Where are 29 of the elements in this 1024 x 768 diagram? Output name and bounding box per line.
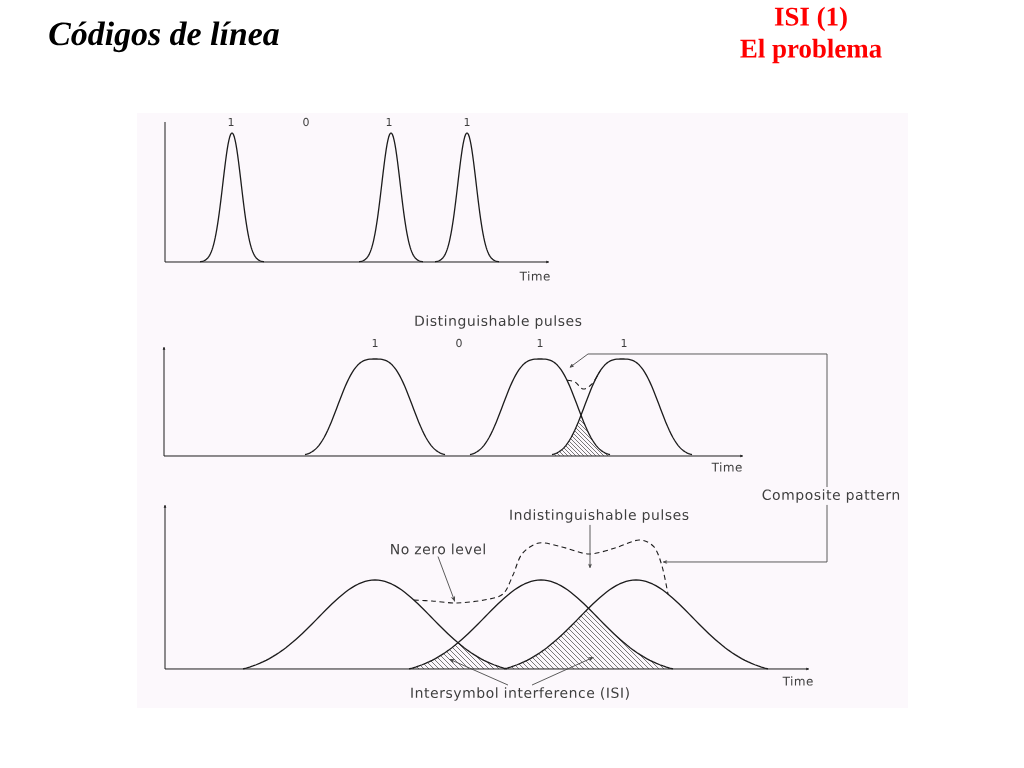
- bit-label: 0: [456, 338, 462, 348]
- bit-label: 1: [537, 339, 543, 347]
- dashed-curve: [566, 370, 601, 390]
- dashed-curve: [413, 539, 669, 604]
- heading-text: ISI (1): [774, 6, 847, 32]
- annotation-text: No zero level: [391, 543, 485, 555]
- axis-label: Time: [782, 676, 813, 686]
- annotation-text: Intersymbol interference (ISI): [411, 687, 629, 701]
- leader-line: [531, 657, 594, 686]
- annotation-text: Indistinguishable pulses: [510, 509, 689, 523]
- leader-line: [437, 556, 455, 602]
- leader-line: [569, 353, 828, 488]
- heading-text: El problema: [740, 38, 882, 64]
- leader-line: [449, 659, 509, 686]
- hatched-area: [507, 608, 670, 670]
- annotation-text: Distinguishable pulses: [415, 315, 582, 329]
- bit-label: 1: [372, 339, 378, 347]
- axis-label: Time: [711, 462, 742, 472]
- bit-label: 1: [228, 118, 234, 126]
- annotation-text: Composite pattern: [762, 489, 900, 503]
- bit-label: 0: [303, 117, 309, 127]
- leader-line: [588, 524, 592, 569]
- axis-label: Time: [519, 271, 550, 281]
- bit-label: 1: [464, 118, 470, 126]
- bit-label: 1: [386, 118, 392, 126]
- title: Códigos de línea: [49, 21, 279, 53]
- bit-label: 1: [621, 339, 627, 347]
- hatched-area: [412, 642, 505, 670]
- leader-line: [662, 504, 828, 564]
